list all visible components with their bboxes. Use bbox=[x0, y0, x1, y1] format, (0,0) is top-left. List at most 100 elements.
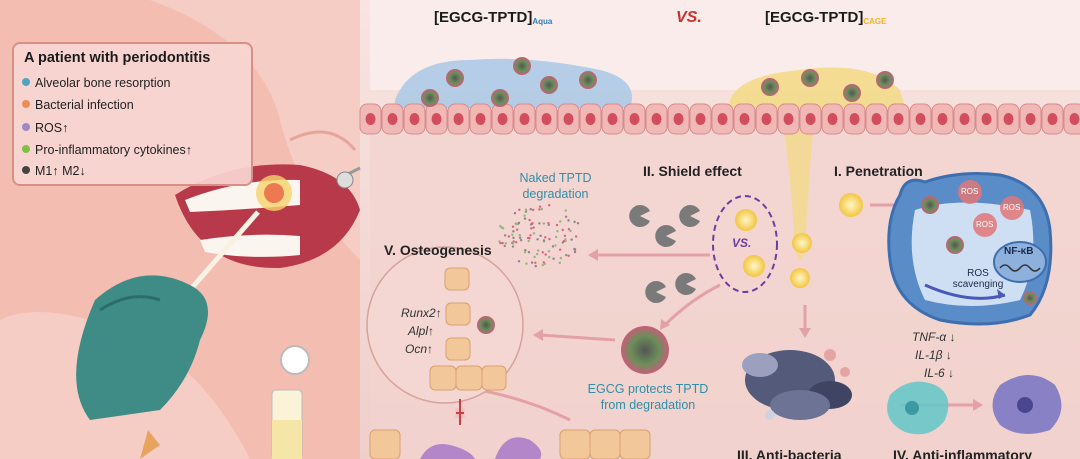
nanoparticle bbox=[491, 89, 509, 107]
header-cage: [EGCG-TPTD]CAGE bbox=[765, 9, 886, 26]
fragment bbox=[528, 237, 531, 240]
cell-nucleus bbox=[827, 113, 838, 125]
ros-label-3: ROS bbox=[976, 220, 994, 229]
section-anti-bacteria: III. Anti-bacteria bbox=[737, 447, 842, 459]
symptom-item: Alveolar bone resorption bbox=[22, 76, 171, 90]
cell-nucleus bbox=[1069, 113, 1080, 125]
nanoparticle bbox=[446, 69, 464, 87]
fragment bbox=[530, 261, 534, 264]
cell-nucleus bbox=[937, 113, 948, 125]
fragment bbox=[541, 263, 544, 267]
fragment bbox=[503, 234, 507, 237]
macrophage bbox=[887, 172, 1053, 326]
cell-nucleus bbox=[893, 113, 904, 125]
nanoparticle bbox=[876, 71, 894, 89]
cell-nucleus bbox=[585, 113, 596, 125]
symptom-item: M1↑ M2↓ bbox=[22, 164, 86, 178]
cell-nucleus bbox=[805, 113, 816, 125]
cell-nucleus bbox=[871, 113, 882, 125]
cage-label: [EGCG-TPTD] bbox=[765, 9, 864, 26]
fragment bbox=[512, 236, 515, 240]
fragment bbox=[511, 233, 514, 236]
header-aqua: [EGCG-TPTD]Aqua bbox=[434, 9, 552, 26]
section-penetration: I. Penetration bbox=[834, 163, 923, 179]
fragment bbox=[529, 208, 532, 211]
osteo-cells bbox=[366, 246, 651, 459]
cell-nucleus bbox=[541, 113, 552, 125]
section-osteogenesis: V. Osteogenesis bbox=[384, 242, 492, 258]
gene-runx2: Runx2↑ bbox=[401, 306, 442, 320]
fragment bbox=[564, 253, 568, 257]
fragment bbox=[538, 222, 541, 225]
fragment bbox=[524, 208, 528, 211]
cell-nucleus bbox=[981, 113, 992, 125]
fragment bbox=[525, 262, 528, 265]
cell-nucleus bbox=[849, 113, 860, 125]
cell-nucleus bbox=[695, 113, 706, 125]
fragment bbox=[564, 238, 567, 241]
fragment bbox=[570, 238, 573, 241]
epithelium bbox=[359, 103, 1080, 135]
header-vs: VS. bbox=[676, 9, 702, 26]
fragment bbox=[536, 238, 539, 241]
fragment bbox=[518, 208, 521, 211]
nanoparticle bbox=[540, 76, 558, 94]
fragment bbox=[524, 210, 528, 213]
fragment bbox=[523, 214, 526, 217]
aqua-subscript: Aqua bbox=[532, 17, 553, 26]
symptom-dot bbox=[22, 123, 30, 131]
fragment bbox=[564, 215, 568, 218]
fragment bbox=[573, 250, 577, 254]
cell-nucleus bbox=[761, 113, 772, 125]
swab-hand bbox=[76, 210, 260, 420]
fragment bbox=[548, 255, 551, 259]
symptom-item: Bacterial infection bbox=[22, 98, 134, 112]
vs-ellipse bbox=[712, 195, 778, 293]
cell-nucleus bbox=[453, 113, 464, 125]
cell-nucleus bbox=[717, 113, 728, 125]
protect-note: EGCG protects TPTD from degradation bbox=[587, 382, 709, 412]
nanoparticle bbox=[801, 69, 819, 87]
ros-label-2: ROS bbox=[1003, 203, 1021, 212]
fragment bbox=[534, 261, 537, 264]
patient-box: A patient with periodontitis Alveolar bo… bbox=[12, 42, 253, 186]
patient-box-title: A patient with periodontitis bbox=[24, 50, 211, 66]
fragment bbox=[529, 234, 532, 237]
fragment bbox=[554, 244, 557, 247]
cytokine-il1b: IL-1β ↓ bbox=[915, 348, 952, 362]
fragment bbox=[574, 235, 578, 238]
nanoparticle bbox=[421, 89, 439, 107]
nfkb-label: NF-κB bbox=[1004, 246, 1034, 257]
fragment bbox=[544, 253, 547, 256]
cell-nucleus bbox=[673, 113, 684, 125]
fragment bbox=[524, 248, 527, 252]
fragment bbox=[531, 208, 535, 212]
symptom-dot bbox=[22, 100, 30, 108]
nose-contour bbox=[289, 130, 357, 151]
nanoparticle bbox=[513, 57, 531, 75]
fragment bbox=[559, 220, 562, 223]
enzymes bbox=[629, 205, 700, 303]
fragment bbox=[564, 209, 567, 212]
nucleus bbox=[993, 241, 1047, 283]
cell-nucleus bbox=[739, 113, 750, 125]
fragment bbox=[537, 249, 540, 252]
fragment bbox=[532, 226, 535, 229]
cell-nucleus bbox=[563, 113, 574, 125]
immune-cells bbox=[887, 375, 1062, 435]
cell-nucleus bbox=[497, 113, 508, 125]
fragment bbox=[547, 221, 550, 225]
cell-nucleus bbox=[409, 113, 420, 125]
fragment bbox=[518, 236, 522, 240]
cell-nucleus bbox=[651, 113, 662, 125]
fragment bbox=[523, 217, 527, 220]
fragment bbox=[558, 248, 562, 251]
fragment bbox=[548, 237, 551, 241]
symptom-item: ROS↑ bbox=[22, 121, 68, 135]
cell-nucleus bbox=[783, 113, 794, 125]
fragment bbox=[538, 205, 542, 208]
fragment bbox=[518, 233, 522, 237]
cell-nucleus bbox=[1025, 113, 1036, 125]
